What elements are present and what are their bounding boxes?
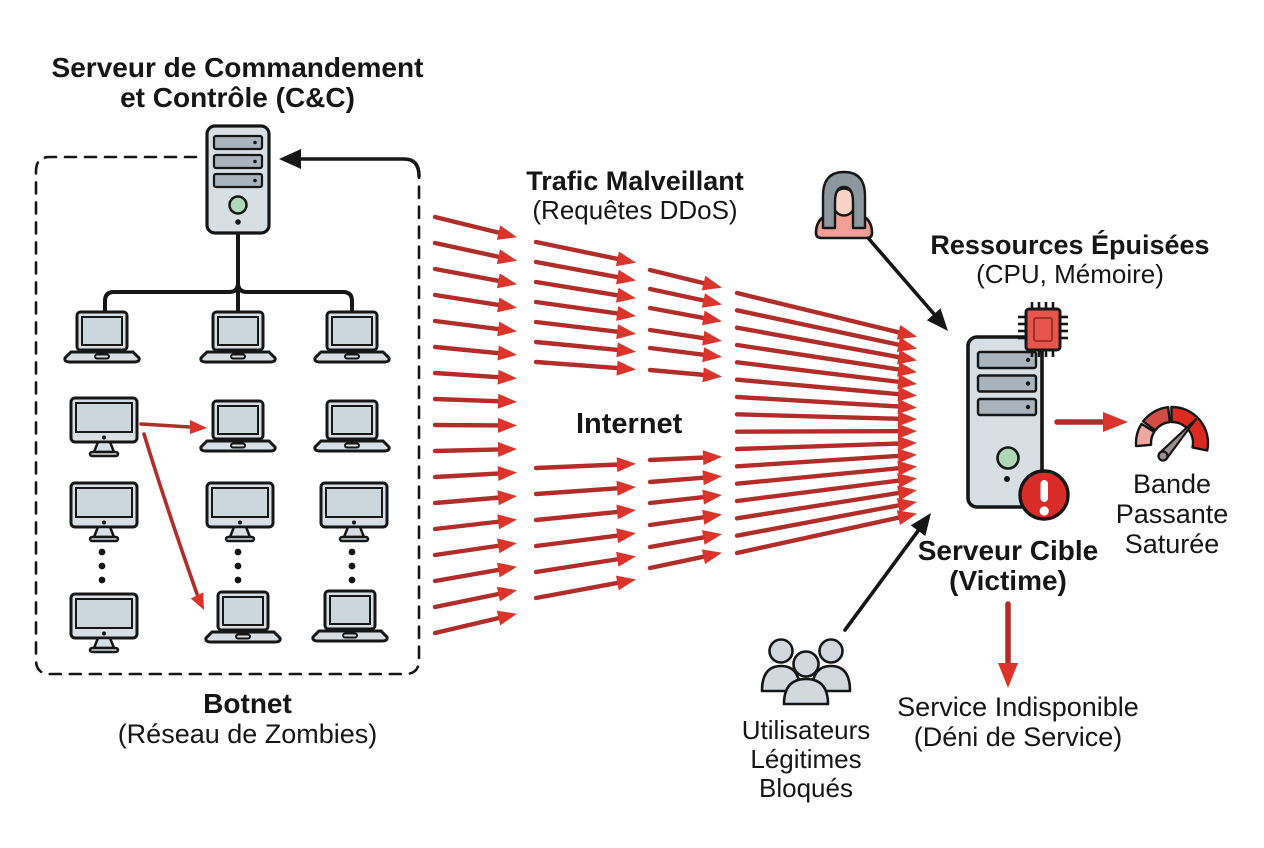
botnet-devices (63, 310, 391, 654)
speedometer-gauge-icon (1134, 405, 1210, 462)
laptop-icon (63, 310, 141, 364)
internet-label: Internet (566, 406, 693, 443)
service-down-label: Service Indisponible (Déni de Service) (868, 692, 1168, 752)
target-server-label-sub: (Victime) (949, 565, 1067, 596)
laptop-icon (311, 589, 389, 643)
traffic-label-sub: (Requêtes DDoS) (532, 195, 738, 225)
target-server-icon (966, 335, 1044, 509)
cc-server-label-line1: Serveur de Commandement (51, 52, 424, 83)
desktop-monitor-icon (69, 396, 139, 458)
desktop-monitor-icon (319, 481, 389, 543)
ddos-traffic-arrows (432, 214, 917, 636)
cc-server-label-line2: et Contrôle (C&C) (120, 82, 355, 113)
service-down-arrow (998, 601, 1018, 688)
command-arrow (279, 149, 421, 178)
cc-tree-connectors (103, 232, 354, 314)
traffic-label-title: Trafic Malveillant (526, 166, 744, 196)
laptop-icon (199, 310, 277, 364)
laptop-icon (199, 399, 277, 453)
desktop-monitor-icon (69, 481, 139, 543)
infection-arrows (139, 420, 207, 610)
cpu-chip-icon (1018, 302, 1068, 357)
service-down-sub: (Déni de Service) (913, 722, 1123, 752)
botnet-label-sub: (Réseau de Zombies) (117, 719, 378, 749)
cc-server-icon (205, 124, 271, 235)
laptop-icon (313, 310, 391, 364)
target-server-label-title: Serveur Cible (917, 535, 1099, 566)
resources-label: Ressources Épuisées (CPU, Mémoire) (925, 231, 1215, 289)
blocked-users-arrow (843, 513, 931, 632)
botnet-label-title: Botnet (203, 688, 292, 719)
alert-exclamation-icon (1018, 469, 1070, 521)
resources-label-sub: (CPU, Mémoire) (976, 259, 1164, 289)
bandwidth-arrow (1054, 412, 1128, 432)
user-group-icon (760, 638, 852, 706)
bandwidth-label: Bande Passante Saturée (1115, 469, 1229, 559)
botnet-dashed-box (34, 155, 421, 676)
desktop-monitor-icon (69, 592, 139, 654)
laptop-icon (204, 590, 282, 644)
blocked-users-label: Utilisateurs Légitimes Bloqués (741, 715, 871, 803)
service-down-title: Service Indisponible (897, 692, 1139, 722)
more-bots-ellipsis (98, 548, 356, 584)
traffic-label: Trafic Malveillant (Requêtes DDoS) (470, 167, 800, 225)
botnet-label: Botnet (Réseau de Zombies) (75, 688, 420, 750)
resources-label-title: Ressources Épuisées (930, 230, 1210, 260)
laptop-icon (313, 399, 391, 453)
target-server-label: Serveur Cible (Victime) (880, 536, 1136, 596)
attacker-person-icon (814, 170, 874, 240)
cc-server-label: Serveur de Commandement et Contrôle (C&C… (30, 53, 445, 113)
desktop-monitor-icon (205, 481, 275, 543)
attacker-arrow (867, 237, 948, 331)
